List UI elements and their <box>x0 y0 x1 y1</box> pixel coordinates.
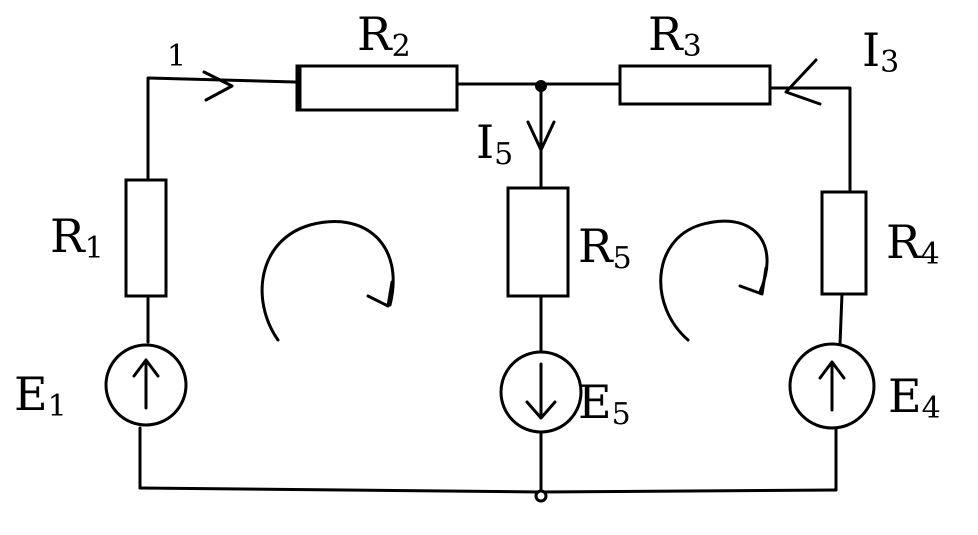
source-e5 <box>499 350 583 434</box>
loop-arrow-right <box>659 219 769 342</box>
label-r4: R4 <box>886 215 940 272</box>
wire-left-branch <box>146 76 297 184</box>
node-top <box>535 80 547 92</box>
resistor-r2 <box>295 64 459 112</box>
wire-bottom <box>138 486 838 494</box>
wire-r4-to-e4 <box>838 292 844 346</box>
resistor-r3 <box>618 64 772 106</box>
label-e5: E5 <box>578 375 631 432</box>
source-e4 <box>788 342 876 430</box>
source-e1 <box>104 343 188 427</box>
label-r5: R5 <box>578 219 632 276</box>
resistor-r4 <box>820 190 868 296</box>
resistor-r1 <box>124 178 168 298</box>
current-arrow-i5 <box>526 120 556 152</box>
label-r3: R3 <box>648 7 702 64</box>
label-r1: R1 <box>50 209 104 266</box>
loop-arrow-left <box>260 220 395 342</box>
label-i5: I5 <box>476 115 513 172</box>
current-arrow-i3 <box>784 58 822 106</box>
resistor-r5 <box>506 186 570 298</box>
current-arrow-i1 <box>202 70 234 102</box>
label-e4: E4 <box>888 369 941 426</box>
wire-right-top <box>768 86 852 194</box>
label-i3: I3 <box>862 23 899 80</box>
node-bottom <box>534 489 548 503</box>
label-i1: 1 <box>167 39 186 74</box>
label-e1: E1 <box>14 367 67 424</box>
label-r2: R2 <box>357 7 411 64</box>
